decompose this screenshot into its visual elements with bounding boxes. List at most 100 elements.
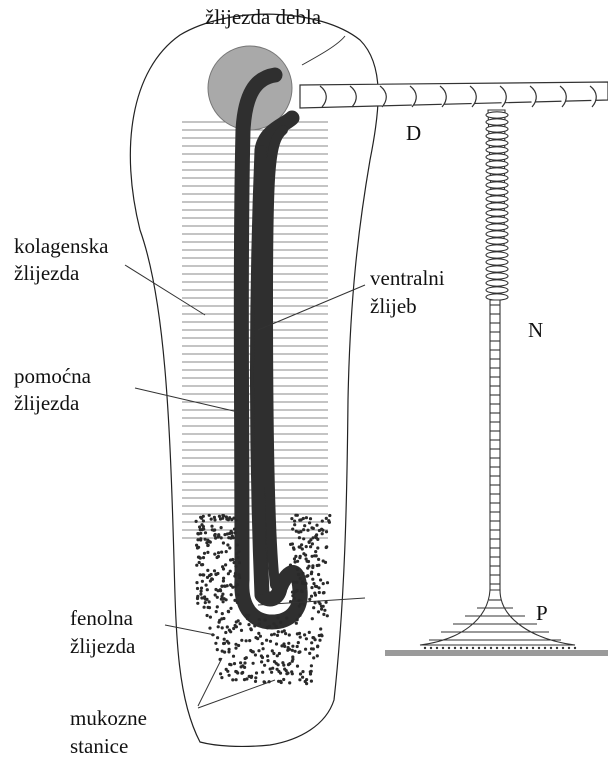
- gland-dot: [276, 634, 279, 637]
- substrate-dot: [556, 647, 558, 649]
- gland-dot: [241, 664, 244, 667]
- gland-dot: [257, 632, 260, 635]
- gland-dot: [255, 671, 258, 674]
- gland-dot: [234, 531, 237, 534]
- gland-dot: [313, 592, 316, 595]
- substrate-dot: [472, 647, 474, 649]
- gland-dot: [264, 618, 267, 621]
- gland-dot: [310, 586, 313, 589]
- gland-dot: [291, 649, 294, 652]
- substrate-dot: [574, 647, 576, 649]
- gland-dot: [224, 563, 227, 566]
- gland-dot: [206, 551, 209, 554]
- gland-dot: [307, 560, 310, 563]
- gland-dot: [299, 546, 302, 549]
- coil-ring: [486, 280, 508, 286]
- gland-dot: [252, 650, 255, 653]
- coil-ring: [486, 203, 508, 209]
- gland-dot: [301, 572, 304, 575]
- gland-dot: [303, 633, 306, 636]
- gland-dot: [299, 577, 302, 580]
- coil-ring: [486, 182, 508, 188]
- gland-dot: [279, 680, 282, 683]
- gland-dot: [210, 573, 213, 576]
- stalk-column: [420, 110, 575, 645]
- gland-dot: [231, 558, 234, 561]
- gland-dot: [315, 524, 318, 527]
- gland-dot: [248, 639, 251, 642]
- gland-dot: [226, 625, 229, 628]
- gland-dot: [300, 590, 303, 593]
- gland-dot: [238, 576, 241, 579]
- gland-dot: [325, 546, 328, 549]
- gland-dot: [292, 546, 295, 549]
- gland-dot: [216, 648, 219, 651]
- gland-dot: [279, 621, 282, 624]
- gland-dot: [270, 671, 273, 674]
- gland-dot: [266, 655, 269, 658]
- gland-dot: [320, 608, 323, 611]
- gland-dot: [253, 624, 256, 627]
- gland-dot: [260, 660, 263, 663]
- gland-dot: [302, 552, 305, 555]
- gland-dot: [315, 533, 318, 536]
- gland-dot: [252, 662, 255, 665]
- gland-dot: [276, 616, 279, 619]
- gland-dot: [317, 558, 320, 561]
- label-ventral-groove-2: žlijeb: [370, 293, 417, 320]
- gland-dot: [245, 639, 248, 642]
- substrate-dot: [568, 647, 570, 649]
- gland-dot: [283, 645, 286, 648]
- label-ventral-groove-1: ventralni: [370, 265, 445, 292]
- coil-ring: [486, 266, 508, 272]
- gland-dot: [223, 533, 226, 536]
- gland-dot: [196, 596, 199, 599]
- gland-dot: [230, 593, 233, 596]
- gland-dot: [232, 627, 235, 630]
- gland-dot: [294, 590, 297, 593]
- gland-dot: [322, 591, 325, 594]
- substrate-dot: [508, 647, 510, 649]
- gland-dot: [225, 550, 228, 553]
- gland-dot: [314, 550, 317, 553]
- gland-dot: [270, 633, 273, 636]
- gland-dot: [277, 630, 280, 633]
- gland-dot: [315, 536, 318, 539]
- gland-dot: [310, 526, 313, 529]
- gland-dot: [279, 672, 282, 675]
- gland-dot: [219, 672, 222, 675]
- gland-dot: [223, 651, 226, 654]
- gland-dot: [215, 573, 218, 576]
- gland-dot: [201, 528, 204, 531]
- gland-dot: [208, 627, 211, 630]
- gland-dot: [224, 585, 227, 588]
- gland-dot: [206, 576, 209, 579]
- gland-dot: [291, 528, 294, 531]
- coil-ring: [486, 112, 508, 118]
- gland-dot: [218, 621, 221, 624]
- gland-dot: [245, 614, 248, 617]
- label-accessory-gland-2: žlijezda: [14, 390, 79, 417]
- gland-dot: [318, 529, 321, 532]
- gland-dot: [233, 662, 236, 665]
- gland-dot: [196, 587, 199, 590]
- gland-dot: [293, 520, 296, 523]
- gland-dot: [304, 648, 307, 651]
- gland-dot: [202, 596, 205, 599]
- substrate-dot: [442, 647, 444, 649]
- gland-dot: [285, 672, 288, 675]
- substrate-dot: [544, 647, 546, 649]
- gland-dot: [234, 572, 237, 575]
- substrate-dot: [502, 647, 504, 649]
- label-collagen-gland-1: kolagenska: [14, 233, 108, 260]
- gland-dot: [297, 641, 300, 644]
- substrate: [385, 650, 608, 656]
- gland-dot: [310, 595, 313, 598]
- gland-dot: [215, 610, 218, 613]
- gland-dot: [321, 529, 324, 532]
- coil-ring: [486, 189, 508, 195]
- gland-dot: [287, 646, 290, 649]
- substrate-dots: [424, 647, 576, 649]
- coil-ring: [486, 231, 508, 237]
- gland-dot: [240, 629, 243, 632]
